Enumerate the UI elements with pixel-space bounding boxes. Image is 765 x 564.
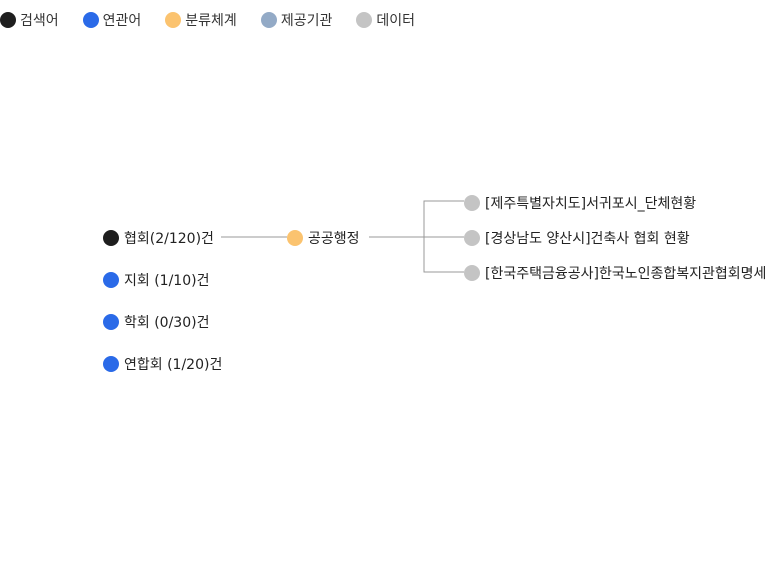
legend-label: 데이터 <box>376 13 415 29</box>
legend-label: 분류체계 <box>185 13 237 29</box>
related-term-node[interactable]: 지회 (1/10)건 <box>103 270 209 290</box>
search-term-dot-icon <box>103 230 119 246</box>
legend-label: 제공기관 <box>280 13 333 29</box>
dataset-label: [경상남도 양산시]건축사 협회 현황 <box>485 231 690 247</box>
legend-item-category[interactable]: 분류체계 <box>165 10 237 30</box>
related-term-dot-icon <box>103 356 119 372</box>
provider-dot-icon <box>260 12 277 28</box>
legend-item-related-term[interactable]: 연관어 <box>82 10 142 30</box>
legend-label: 연관어 <box>102 13 142 29</box>
dataset-node[interactable]: [제주특별자치도]서귀포시_단체현황 <box>464 193 696 213</box>
related-term-label: 학회 (0/30)건 <box>124 315 210 331</box>
search-term-dot-icon <box>0 12 16 28</box>
dataset-label: [제주특별자치도]서귀포시_단체현황 <box>485 196 697 212</box>
related-term-node[interactable]: 학회 (0/30)건 <box>103 312 209 332</box>
data-dot-icon <box>464 195 480 211</box>
category-dot-icon <box>287 230 303 246</box>
category-node[interactable]: 공공행정 <box>287 228 360 248</box>
data-dot-icon <box>356 12 373 28</box>
legend-item-data[interactable]: 데이터 <box>356 10 415 30</box>
search-term-node[interactable]: 협회(2/120)건 <box>103 228 214 248</box>
legend-item-provider[interactable]: 제공기관 <box>260 10 333 30</box>
category-label: 공공행정 <box>308 231 360 247</box>
related-term-node[interactable]: 연합회 (1/20)건 <box>103 354 222 374</box>
search-term-label: 협회(2/120)건 <box>124 231 214 247</box>
dataset-label: [한국주택금융공사]한국노인종합복지관협회명세 <box>485 266 765 282</box>
related-term-label: 연합회 (1/20)건 <box>124 357 223 373</box>
related-term-label: 지회 (1/10)건 <box>124 273 210 289</box>
dataset-node[interactable]: [경상남도 양산시]건축사 협회 현황 <box>464 228 690 248</box>
data-dot-icon <box>464 265 480 281</box>
data-dot-icon <box>464 230 480 246</box>
related-term-dot-icon <box>103 314 119 330</box>
legend-item-search-term[interactable]: 검색어 <box>0 10 59 30</box>
related-term-dot-icon <box>82 12 99 28</box>
legend-label: 검색어 <box>20 13 59 29</box>
dataset-node[interactable]: [한국주택금융공사]한국노인종합복지관협회명세 <box>464 263 765 283</box>
legend: 검색어 연관어 분류체계 제공기관 데이터 <box>0 9 439 31</box>
category-dot-icon <box>165 12 182 28</box>
related-term-dot-icon <box>103 272 119 288</box>
